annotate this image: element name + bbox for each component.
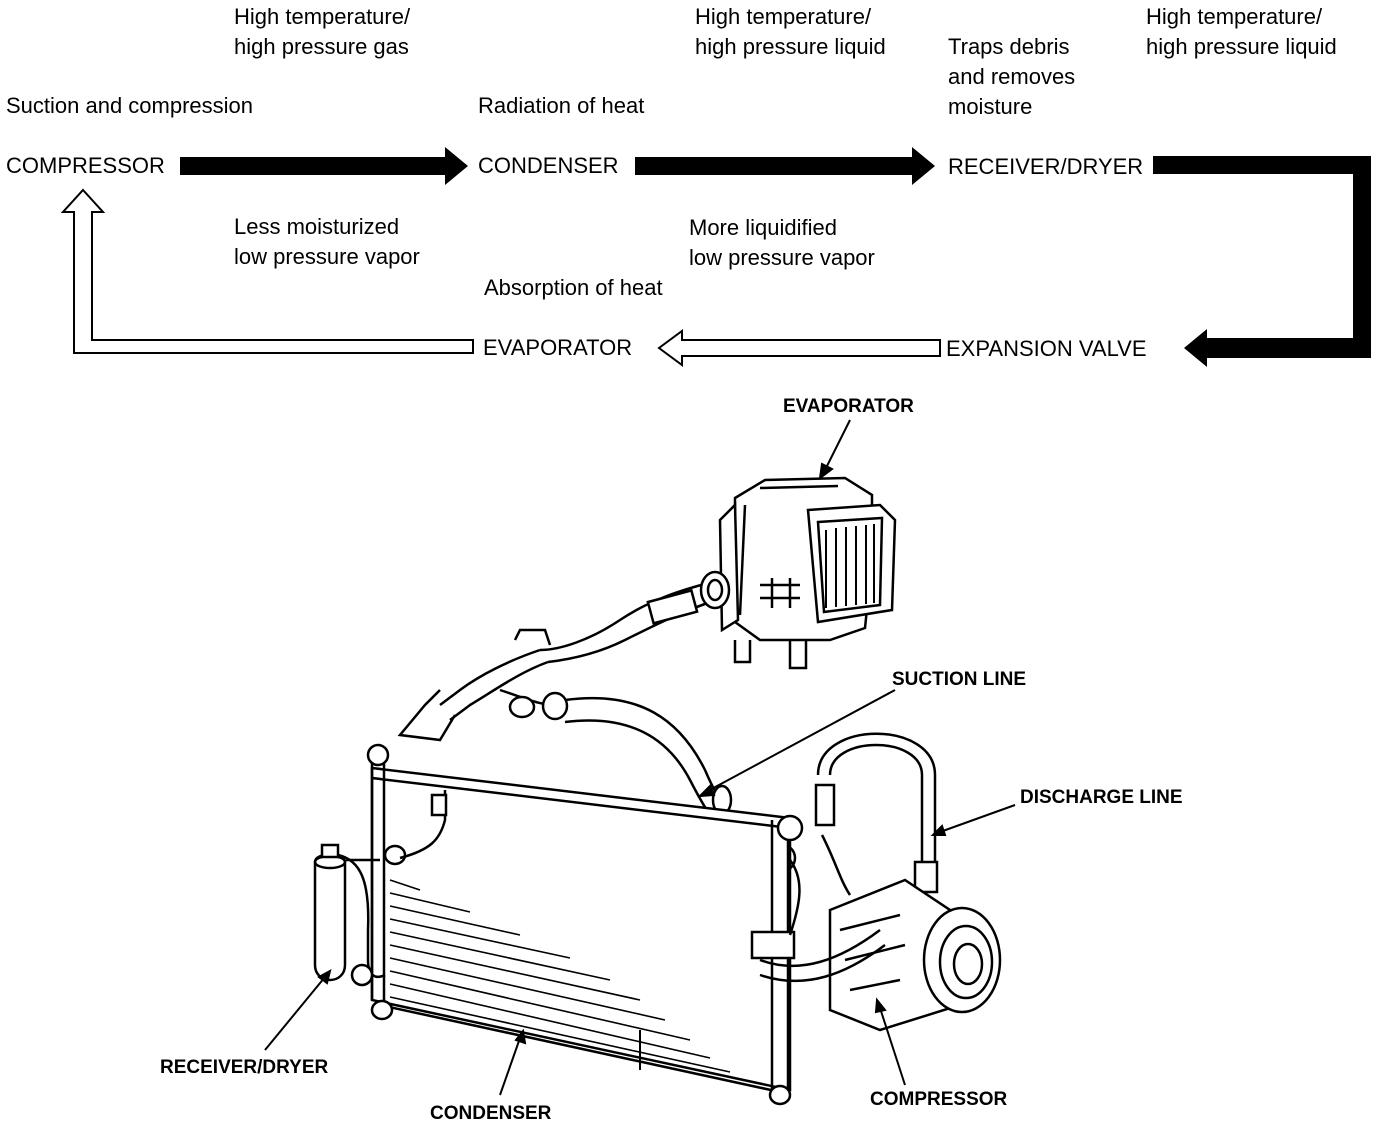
node-compressor: COMPRESSOR bbox=[6, 153, 165, 178]
evaporator-process: Absorption of heat bbox=[484, 275, 663, 300]
arrow-expansion-to-evaporator bbox=[657, 329, 941, 367]
receiver-process: Traps debris and removes moisture bbox=[948, 32, 1075, 122]
arrow-condenser-to-receiver bbox=[635, 147, 935, 185]
callout-evaporator: EVAPORATOR bbox=[783, 396, 914, 417]
arrow-receiver-to-expansion bbox=[1153, 156, 1371, 367]
state-line: High temperature/ bbox=[1146, 4, 1323, 29]
node-condenser: CONDENSER bbox=[478, 153, 619, 178]
node-expansion-valve: EXPANSION VALVE bbox=[946, 336, 1147, 361]
evaporator-unit bbox=[718, 476, 897, 670]
state-line: High temperature/ bbox=[234, 4, 411, 29]
condenser-out-state: High temperature/ high pressure liquid bbox=[695, 2, 886, 62]
compressor-out-state: High temperature/ high pressure gas bbox=[234, 2, 410, 62]
process-line: and removes bbox=[948, 64, 1076, 89]
callout-receiver-dryer: RECEIVER/DRYER bbox=[160, 1057, 329, 1078]
process-line: moisture bbox=[948, 94, 1033, 119]
compressor-unit bbox=[750, 732, 1002, 1032]
state-line: High temperature/ bbox=[695, 4, 872, 29]
state-line: Less moisturized bbox=[234, 214, 400, 239]
callout-discharge-line: DISCHARGE LINE bbox=[1020, 787, 1183, 808]
compressor-process: Suction and compression bbox=[6, 93, 254, 118]
node-receiver-dryer: RECEIVER/DRYER bbox=[948, 154, 1144, 179]
evaporator-out-state: Less moisturized low pressure vapor bbox=[234, 212, 420, 272]
state-line: high pressure gas bbox=[234, 34, 409, 59]
receiver-dryer-unit bbox=[313, 843, 386, 987]
process-line: Traps debris bbox=[948, 34, 1070, 59]
callout-suction-line: SUCTION LINE bbox=[892, 669, 1027, 690]
state-line: high pressure liquid bbox=[1146, 34, 1337, 59]
condenser-process: Radiation of heat bbox=[478, 93, 645, 118]
arrow-compressor-to-condenser bbox=[180, 147, 468, 185]
arrow-evaporator-to-compressor bbox=[60, 188, 474, 354]
callout-leaders bbox=[264, 419, 1016, 1096]
state-line: low pressure vapor bbox=[234, 244, 420, 269]
expansion-out-state: More liquidified low pressure vapor bbox=[689, 213, 875, 273]
state-line: low pressure vapor bbox=[689, 245, 875, 270]
node-evaporator: EVAPORATOR bbox=[483, 335, 633, 360]
state-line: high pressure liquid bbox=[695, 34, 886, 59]
callout-condenser: CONDENSER bbox=[430, 1103, 552, 1124]
state-line: More liquidified bbox=[689, 215, 837, 240]
evaporator-lines bbox=[397, 570, 731, 742]
callout-compressor: COMPRESSOR bbox=[870, 1089, 1008, 1110]
receiver-out-state: High temperature/ high pressure liquid bbox=[1146, 2, 1337, 62]
condenser-unit bbox=[366, 743, 804, 1106]
